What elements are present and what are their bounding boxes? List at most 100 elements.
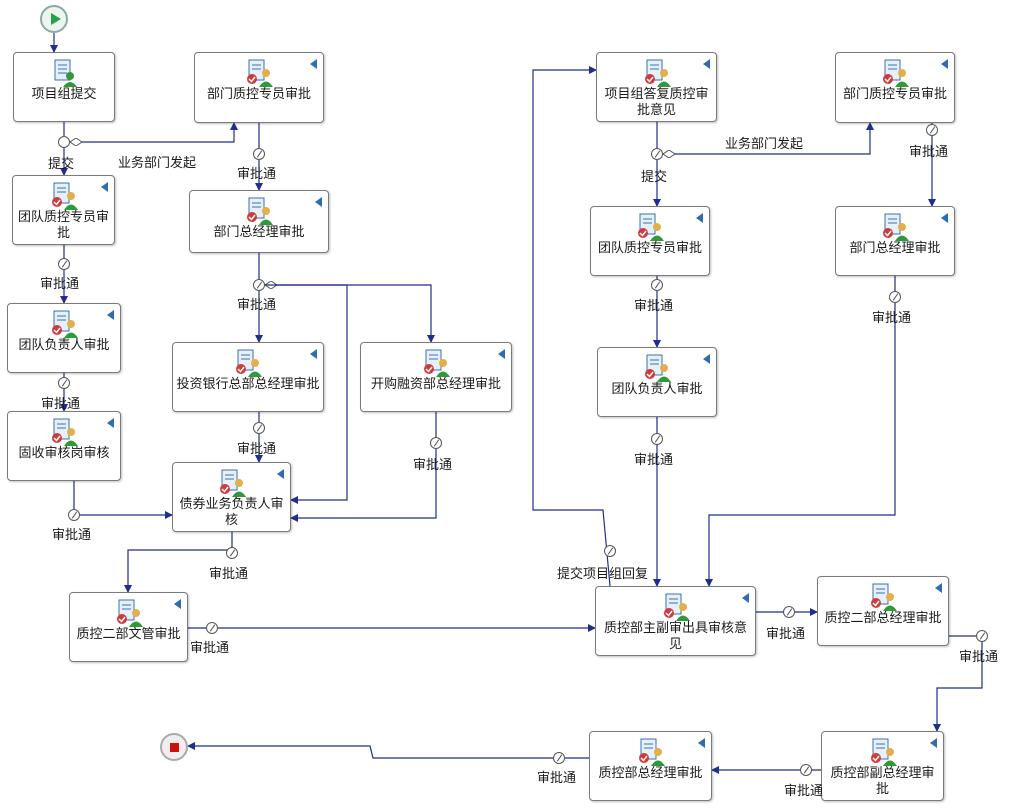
edge-label: 审批通 bbox=[209, 567, 249, 582]
slash-circle-icon[interactable] bbox=[651, 279, 663, 291]
edge-n16-n11 bbox=[532, 66, 611, 587]
edge-gw-n12 bbox=[663, 123, 870, 154]
edge-label: 审批通 bbox=[784, 784, 824, 799]
task-label: 债券业务负责人审核 bbox=[179, 497, 284, 528]
flag-icon bbox=[498, 349, 505, 359]
task-label: 开购融资部总经理审批 bbox=[370, 377, 501, 392]
document-user-check-icon bbox=[424, 349, 450, 377]
edge-n19-end bbox=[187, 742, 589, 759]
document-user-check-icon bbox=[883, 59, 909, 87]
task-node[interactable]: 质控部主副审出具审核意见 bbox=[595, 586, 756, 656]
document-user-check-icon bbox=[219, 469, 246, 497]
task-node[interactable]: 质控部副总经理审批 bbox=[821, 731, 944, 801]
document-user-check-icon bbox=[644, 59, 671, 87]
document-user-check-icon bbox=[638, 738, 665, 766]
task-label: 质控部副总经理审批 bbox=[830, 766, 935, 797]
edge-label: 提交 bbox=[641, 170, 668, 185]
flag-icon bbox=[742, 593, 749, 603]
task-node[interactable]: 项目组答复质控审批意见 bbox=[596, 52, 717, 122]
document-user-check-icon bbox=[645, 354, 671, 382]
task-node[interactable]: 投资银行总部总经理审批 bbox=[172, 342, 324, 412]
edge-label: 提交 bbox=[48, 157, 75, 172]
edge-label: 审批通 bbox=[237, 167, 277, 182]
task-label: 部门总经理审批 bbox=[213, 225, 305, 240]
task-node[interactable]: 质控二部总经理审批 bbox=[817, 576, 949, 646]
task-node[interactable]: 部门总经理审批 bbox=[835, 206, 955, 276]
edge-label: 审批通 bbox=[634, 299, 674, 314]
task-label: 固收审核岗审核 bbox=[18, 446, 110, 461]
document-user-check-icon bbox=[247, 59, 273, 87]
slash-circle-icon[interactable] bbox=[430, 437, 442, 449]
task-node[interactable]: 部门质控专员审批 bbox=[835, 52, 955, 123]
flag-icon bbox=[107, 310, 114, 320]
edge-label: 审批通 bbox=[413, 458, 453, 473]
task-label: 部门质控专员审批 bbox=[206, 87, 311, 102]
flag-icon bbox=[696, 213, 703, 223]
slash-circle-icon[interactable] bbox=[253, 148, 265, 160]
flag-icon bbox=[935, 583, 942, 593]
task-label: 部门总经理审批 bbox=[849, 241, 941, 256]
slash-circle-icon[interactable] bbox=[651, 433, 663, 445]
slash-circle-icon[interactable] bbox=[226, 547, 238, 559]
task-node[interactable]: 团队质控专员审批 bbox=[12, 175, 115, 245]
flag-icon bbox=[703, 354, 710, 364]
slash-circle-icon[interactable] bbox=[253, 279, 265, 291]
document-user-check-icon bbox=[247, 197, 273, 225]
edge-n8-gw bbox=[73, 481, 173, 519]
task-label: 质控部总经理审批 bbox=[598, 766, 703, 781]
document-user-check-icon bbox=[663, 593, 690, 621]
flag-icon bbox=[174, 599, 181, 609]
slash-circle-icon[interactable] bbox=[889, 291, 901, 303]
slash-circle-icon[interactable] bbox=[68, 509, 80, 521]
task-label: 团队负责人审批 bbox=[18, 338, 110, 353]
slash-circle-icon[interactable] bbox=[206, 622, 218, 634]
edge-gw-n9-direct bbox=[265, 284, 348, 504]
task-node[interactable]: 债券业务负责人审核 bbox=[172, 462, 291, 532]
edge-label: 审批通 bbox=[959, 650, 999, 665]
task-node[interactable]: 部门质控专员审批 bbox=[194, 52, 324, 123]
edge-label: 审批通 bbox=[190, 641, 230, 656]
start-event-icon[interactable] bbox=[40, 5, 68, 33]
task-node[interactable]: 团队质控专员审批 bbox=[590, 206, 710, 276]
document-user-check-icon bbox=[51, 182, 78, 210]
task-node[interactable]: 质控部总经理审批 bbox=[589, 731, 712, 801]
end-event-icon[interactable] bbox=[160, 733, 188, 761]
edge-label: 审批通 bbox=[872, 311, 912, 326]
edge-n17-n18 bbox=[933, 635, 983, 732]
edge-label: 审批通 bbox=[766, 627, 806, 642]
slash-circle-icon[interactable] bbox=[783, 606, 795, 618]
slash-circle-icon[interactable] bbox=[58, 258, 70, 270]
flag-icon bbox=[315, 197, 322, 207]
document-user-check-icon bbox=[870, 738, 897, 766]
task-node[interactable]: 开购融资部总经理审批 bbox=[360, 342, 512, 412]
task-node[interactable]: 部门总经理审批 bbox=[189, 190, 329, 253]
document-user-check-icon bbox=[883, 213, 909, 241]
slash-circle-icon[interactable] bbox=[926, 124, 938, 136]
task-node[interactable]: 团队负责人审批 bbox=[597, 347, 717, 417]
flag-icon bbox=[310, 59, 317, 69]
slash-circle-icon[interactable] bbox=[651, 148, 663, 160]
gateway-icon[interactable] bbox=[58, 136, 70, 148]
edge-label: 审批通 bbox=[237, 298, 277, 313]
document-user-check-icon bbox=[236, 349, 262, 377]
task-node[interactable]: 项目组提交 bbox=[13, 52, 115, 122]
edge-label: 审批通 bbox=[537, 771, 577, 786]
edge-label: 审批通 bbox=[634, 453, 674, 468]
task-label: 团队负责人审批 bbox=[611, 382, 703, 397]
document-user-check-icon bbox=[116, 599, 143, 627]
edge-n14-n16 bbox=[705, 276, 896, 587]
edge-label: 审批通 bbox=[909, 145, 949, 160]
task-node[interactable]: 团队负责人审批 bbox=[7, 303, 121, 373]
slash-circle-icon[interactable] bbox=[604, 545, 616, 557]
task-node[interactable]: 质控二部文管审批 bbox=[69, 592, 188, 662]
document-user-icon bbox=[54, 59, 77, 87]
slash-circle-icon[interactable] bbox=[253, 422, 265, 434]
task-label: 项目组提交 bbox=[31, 87, 97, 102]
task-label: 项目组答复质控审批意见 bbox=[604, 87, 709, 118]
task-node[interactable]: 固收审核岗审核 bbox=[7, 411, 121, 481]
slash-circle-icon[interactable] bbox=[58, 377, 70, 389]
slash-circle-icon[interactable] bbox=[976, 630, 988, 642]
flag-icon bbox=[941, 59, 948, 69]
slash-circle-icon[interactable] bbox=[553, 752, 565, 764]
slash-circle-icon[interactable] bbox=[800, 764, 812, 776]
